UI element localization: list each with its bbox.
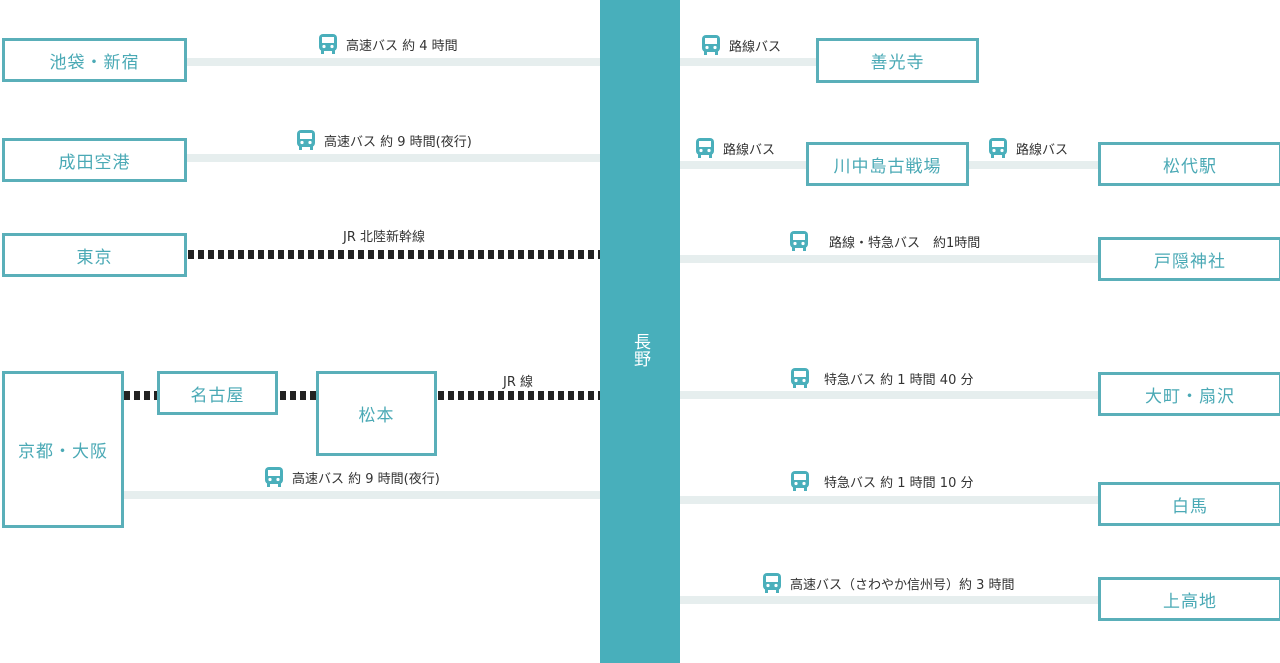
route-label-togakushi: 路線・特急バス 約1時間 <box>789 230 980 252</box>
route-label-matsumoto: JR 線 <box>503 371 533 390</box>
rail-line-kyoto-nagoya <box>124 391 157 400</box>
route-line-kamikochi <box>680 596 1098 604</box>
station-matsushiro: 松代駅 <box>1098 142 1280 186</box>
route-label-narita: 高速バス 約 9 時間(夜行) <box>296 129 472 151</box>
bus-icon <box>790 367 810 389</box>
station-narita-airport: 成田空港 <box>2 138 187 182</box>
route-text: 高速バス 約 4 時間 <box>346 38 458 54</box>
route-text: 路線バス <box>729 39 782 55</box>
bus-icon <box>318 33 338 55</box>
route-label-kamikochi: 高速バス（さわやか信州号）約 3 時間 <box>762 572 1015 594</box>
route-line-togakushi <box>680 255 1098 263</box>
bus-icon <box>296 129 316 151</box>
bus-icon <box>695 137 715 159</box>
station-hakuba: 白馬 <box>1098 482 1280 526</box>
route-text: 路線バス <box>723 142 776 158</box>
station-matsumoto: 松本 <box>316 371 437 456</box>
bus-icon <box>701 34 721 56</box>
route-label-hakuba: 特急バス 約 1 時間 10 分 <box>790 470 973 492</box>
route-text: 高速バス 約 9 時間(夜行) <box>324 134 472 150</box>
rail-line-matsumoto-nagano <box>438 391 600 400</box>
route-text: 路線・特急バス 約1時間 <box>829 235 981 251</box>
route-label-tokyo: JR 北陸新幹線 <box>343 226 425 245</box>
route-line-matsushiro <box>968 161 1098 169</box>
route-line-kawanakajima <box>680 161 806 169</box>
station-nagoya: 名古屋 <box>157 371 278 415</box>
route-label-kyoto-bus: 高速バス 約 9 時間(夜行) <box>264 466 440 488</box>
route-label-matsushiro: 路線バス <box>988 137 1068 159</box>
route-label-zenkoji: 路線バス <box>701 34 781 56</box>
route-text: 路線バス <box>1016 142 1069 158</box>
rail-line-nagoya-matsumoto <box>280 391 316 400</box>
route-line-kyoto-bus <box>123 491 600 499</box>
route-line-zenkoji <box>680 58 816 66</box>
route-label-ikebukuro: 高速バス 約 4 時間 <box>318 33 458 55</box>
station-kyoto-osaka: 京都・大阪 <box>2 371 124 528</box>
station-tokyo: 東京 <box>2 233 187 277</box>
route-text: 高速バス 約 9 時間(夜行) <box>292 471 440 487</box>
bus-icon <box>988 137 1008 159</box>
route-line-ikebukuro <box>186 58 600 66</box>
hub-name: 長野 <box>630 333 650 367</box>
bus-icon <box>790 470 810 492</box>
bus-icon <box>762 572 782 594</box>
rail-line-tokyo <box>188 250 600 259</box>
hub-nagano: 長野 <box>600 0 680 663</box>
station-omachi-ogisawa: 大町・扇沢 <box>1098 372 1280 416</box>
route-label-kawanakajima: 路線バス <box>695 137 775 159</box>
bus-icon <box>789 230 809 252</box>
route-text: 特急バス 約 1 時間 40 分 <box>824 372 974 388</box>
bus-icon <box>264 466 284 488</box>
route-label-omachi: 特急バス 約 1 時間 40 分 <box>790 367 973 389</box>
station-ikebukuro-shinjuku: 池袋・新宿 <box>2 38 187 82</box>
station-togakushi: 戸隠神社 <box>1098 237 1280 281</box>
route-text: 高速バス（さわやか信州号）約 3 時間 <box>790 577 1015 593</box>
station-zenkoji: 善光寺 <box>816 38 979 83</box>
route-text: 特急バス 約 1 時間 10 分 <box>824 475 974 491</box>
route-text: JR 線 <box>503 375 533 390</box>
station-kawanakajima: 川中島古戦場 <box>806 142 969 186</box>
station-kamikochi: 上高地 <box>1098 577 1280 621</box>
route-line-omachi <box>680 391 1098 399</box>
route-line-narita <box>186 154 600 162</box>
route-line-hakuba <box>680 496 1098 504</box>
route-text: JR 北陸新幹線 <box>343 230 425 245</box>
